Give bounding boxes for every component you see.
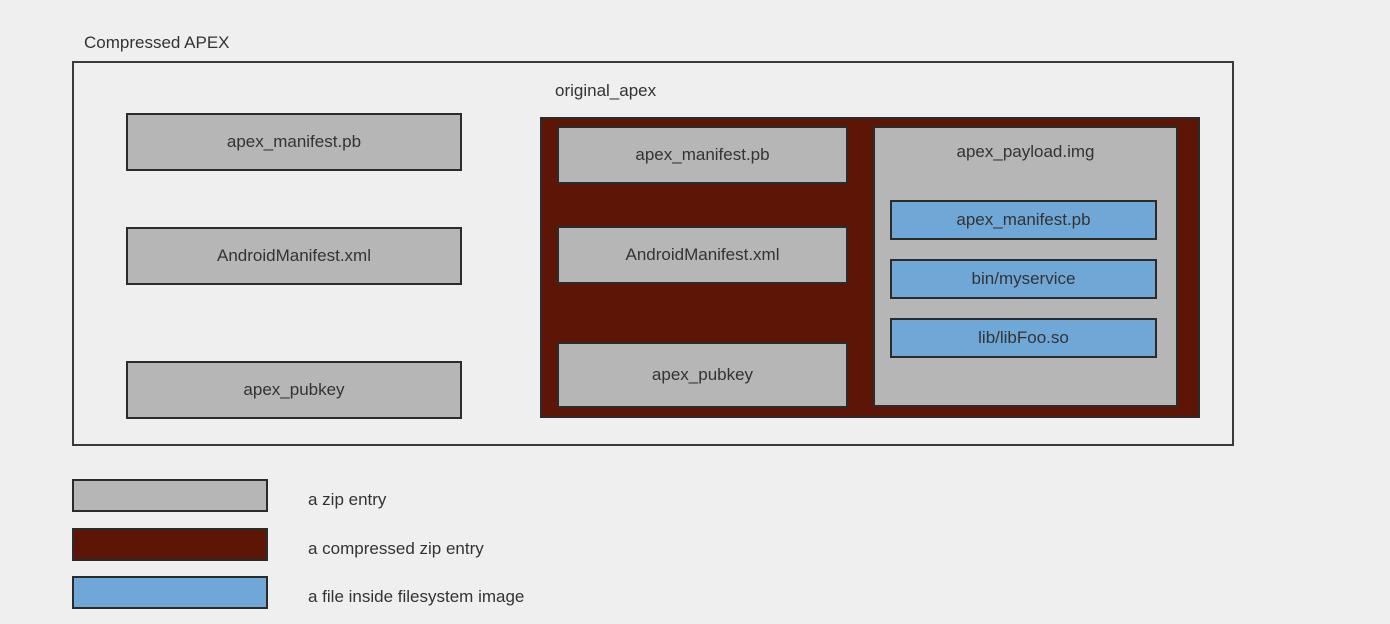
zip-entry-apex-manifest-pb: apex_manifest.pb	[126, 113, 462, 171]
zip-entry-apex-pubkey: apex_pubkey	[126, 361, 462, 419]
legend-swatch-zip-entry	[72, 479, 268, 512]
compressed-apex-label: Compressed APEX	[84, 33, 230, 52]
legend-swatch-compressed-zip-entry	[72, 528, 268, 561]
legend-label-filesystem-file: a file inside filesystem image	[308, 587, 525, 606]
fs-file-bin-myservice: bin/myservice	[890, 259, 1157, 299]
legend-swatch-filesystem-file	[72, 576, 268, 609]
fs-file-apex-manifest-pb: apex_manifest.pb	[890, 200, 1157, 240]
original-apex-label: original_apex	[555, 81, 657, 100]
inner-zip-entry-apex-pubkey: apex_pubkey	[557, 342, 848, 408]
fs-file-lib-libfoo-so: lib/libFoo.so	[890, 318, 1157, 358]
legend-label-compressed-zip-entry: a compressed zip entry	[308, 539, 484, 558]
inner-zip-entry-apex-manifest-pb: apex_manifest.pb	[557, 126, 848, 184]
inner-zip-entry-androidmanifest-xml: AndroidManifest.xml	[557, 226, 848, 284]
zip-entry-androidmanifest-xml: AndroidManifest.xml	[126, 227, 462, 285]
legend-label-zip-entry: a zip entry	[308, 490, 387, 509]
apex-payload-img-label: apex_payload.img	[956, 142, 1095, 161]
